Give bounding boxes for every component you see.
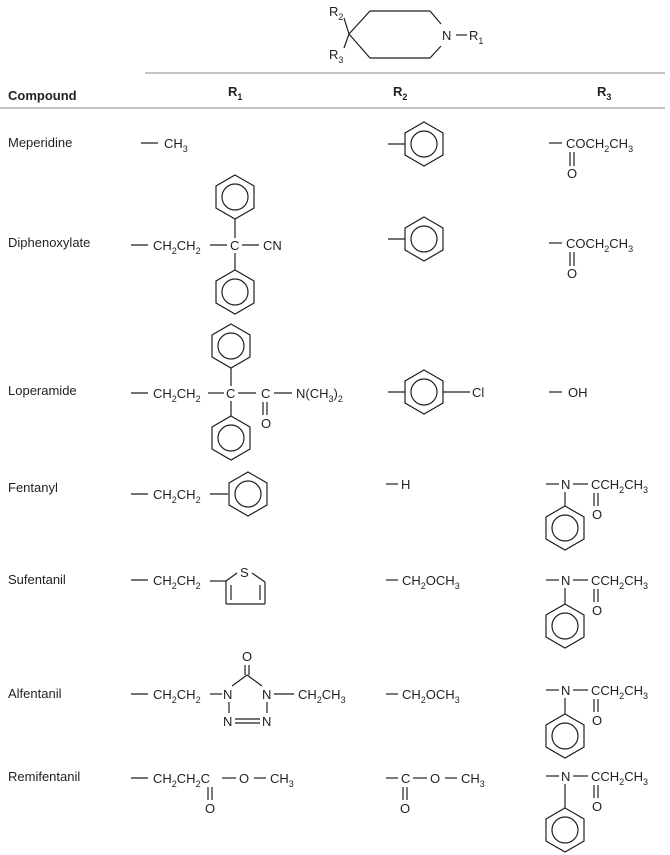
piperidine-ring-lower [348, 33, 442, 59]
r1-phenyl-ring-top [211, 323, 251, 369]
r3-propionyl-group: CCH2CH3 [591, 477, 648, 495]
r3-propionyl-group: CCH2CH3 [591, 573, 648, 591]
r1-phenyl-ring [228, 471, 268, 517]
r2-chlorophenyl-ring [404, 369, 444, 415]
r2-hydrogen: H [401, 477, 410, 492]
r1-phenyl-ring-top [215, 174, 255, 220]
r1-tetrazolinone-ring: O N N N N [223, 649, 271, 729]
compound-name: Fentanyl [8, 480, 58, 495]
r2-methoxymethyl: CH2OCH3 [402, 573, 460, 591]
r3-phenyl-ring [545, 713, 585, 759]
r3-carbonyl-oxygen: O [592, 799, 602, 814]
row-fentanyl: Fentanyl CH2CH2 H N CCH2CH3 O [8, 471, 648, 551]
r3-anilide-nitrogen: N [561, 573, 570, 588]
row-diphenoxylate: Diphenoxylate CH2CH2 C CN COCH2CH3 O [8, 174, 633, 315]
compound-name: Alfentanil [8, 686, 62, 701]
core-nitrogen-label: N [442, 28, 451, 43]
r1-nitrile: CN [263, 238, 282, 253]
r1-chain: CH2CH2 [153, 238, 201, 256]
r1-sulfur: S [240, 565, 249, 580]
r3-anilide-nitrogen: N [561, 477, 570, 492]
r1-chain: CH2CH2 [153, 573, 201, 591]
r1-amide-carbon: C [261, 386, 270, 401]
r3-anilide-nitrogen: N [561, 769, 570, 784]
compound-name: Meperidine [8, 135, 72, 150]
r3-carbonyl-oxygen: O [567, 166, 577, 181]
r1-chain: CH2CH2 [153, 687, 201, 705]
r2-methoxymethyl: CH2OCH3 [402, 687, 460, 705]
compound-name: Sufentanil [8, 572, 66, 587]
core-r1-label: R1 [469, 28, 483, 46]
r1-chain: CH2CH2 [153, 386, 201, 404]
r1-ring-n1: N [223, 687, 232, 702]
r1-group: CH3 [164, 136, 188, 154]
row-loperamide: Loperamide CH2CH2 C C O N(CH3)2 Cl OH [8, 323, 588, 461]
row-remifentanil: Remifentanil CH2CH2C O O CH3 C O O CH3 N… [8, 769, 648, 853]
r3-carbonyl-oxygen: O [567, 266, 577, 281]
r2-phenyl-ring [404, 121, 444, 167]
r1-chain: CH2CH2 [153, 487, 201, 505]
r1-phenyl-ring-bottom [215, 269, 255, 315]
r2-ester-carbon: C [401, 771, 410, 786]
r1-ester-oxygen: O [239, 771, 249, 786]
r2-carbonyl-oxygen: O [400, 801, 410, 816]
r3-phenyl-ring [545, 807, 585, 853]
r3-ester-group: COCH2CH3 [566, 136, 633, 154]
r1-ethyl: CH2CH3 [298, 687, 346, 705]
header-r3: R3 [597, 84, 611, 102]
r3-propionyl-group: CCH2CH3 [591, 769, 648, 787]
r3-anilide-nitrogen: N [561, 683, 570, 698]
r3-carbonyl-oxygen: O [592, 507, 602, 522]
r1-carbonyl-oxygen: O [205, 801, 215, 816]
r3-ester-group: COCH2CH3 [566, 236, 633, 254]
row-alfentanil: Alfentanil CH2CH2 O N N N N CH2CH3 CH2OC… [8, 649, 648, 759]
row-meperidine: Meperidine CH3 COCH2CH3 O [8, 121, 633, 181]
r3-propionyl-group: CCH2CH3 [591, 683, 648, 701]
piperidine-ring [348, 10, 442, 35]
r2-chlorine: Cl [472, 385, 484, 400]
r2-methyl: CH3 [461, 771, 485, 789]
core-r2-label: R2 [329, 4, 343, 22]
compound-name: Remifentanil [8, 769, 80, 784]
r2-phenyl-ring [404, 216, 444, 262]
r1-ring-n2: N [223, 714, 232, 729]
r1-chain: CH2CH2C [153, 771, 210, 789]
header-r2: R2 [393, 84, 407, 102]
compound-name: Loperamide [8, 383, 77, 398]
r1-quaternary-carbon: C [230, 238, 239, 253]
header-r1: R1 [228, 84, 242, 102]
r1-ring-n3: N [262, 714, 271, 729]
r1-thiophene-ring: S [225, 565, 266, 605]
piperidine-core-structure: R2 R3 N R1 [329, 4, 483, 65]
r1-ring-n4: N [262, 687, 271, 702]
r3-phenyl-ring [545, 505, 585, 551]
r3-carbonyl-oxygen: O [592, 713, 602, 728]
core-r3-label: R3 [329, 47, 343, 65]
r1-quaternary-carbon: C [226, 386, 235, 401]
r1-ring-oxygen: O [242, 649, 252, 664]
compound-name: Diphenoxylate [8, 235, 90, 250]
r3-carbonyl-oxygen: O [592, 603, 602, 618]
header-compound: Compound [8, 88, 77, 103]
r2-ester-oxygen: O [430, 771, 440, 786]
r3-hydroxyl: OH [568, 385, 588, 400]
r1-methyl: CH3 [270, 771, 294, 789]
row-sufentanil: Sufentanil CH2CH2 S CH2OCH3 N CCH2CH3 O [8, 565, 648, 649]
r1-dimethylamide: N(CH3)2 [296, 386, 343, 404]
r1-amide-oxygen: O [261, 416, 271, 431]
r3-phenyl-ring [545, 603, 585, 649]
r1-phenyl-ring-bottom [211, 415, 251, 461]
